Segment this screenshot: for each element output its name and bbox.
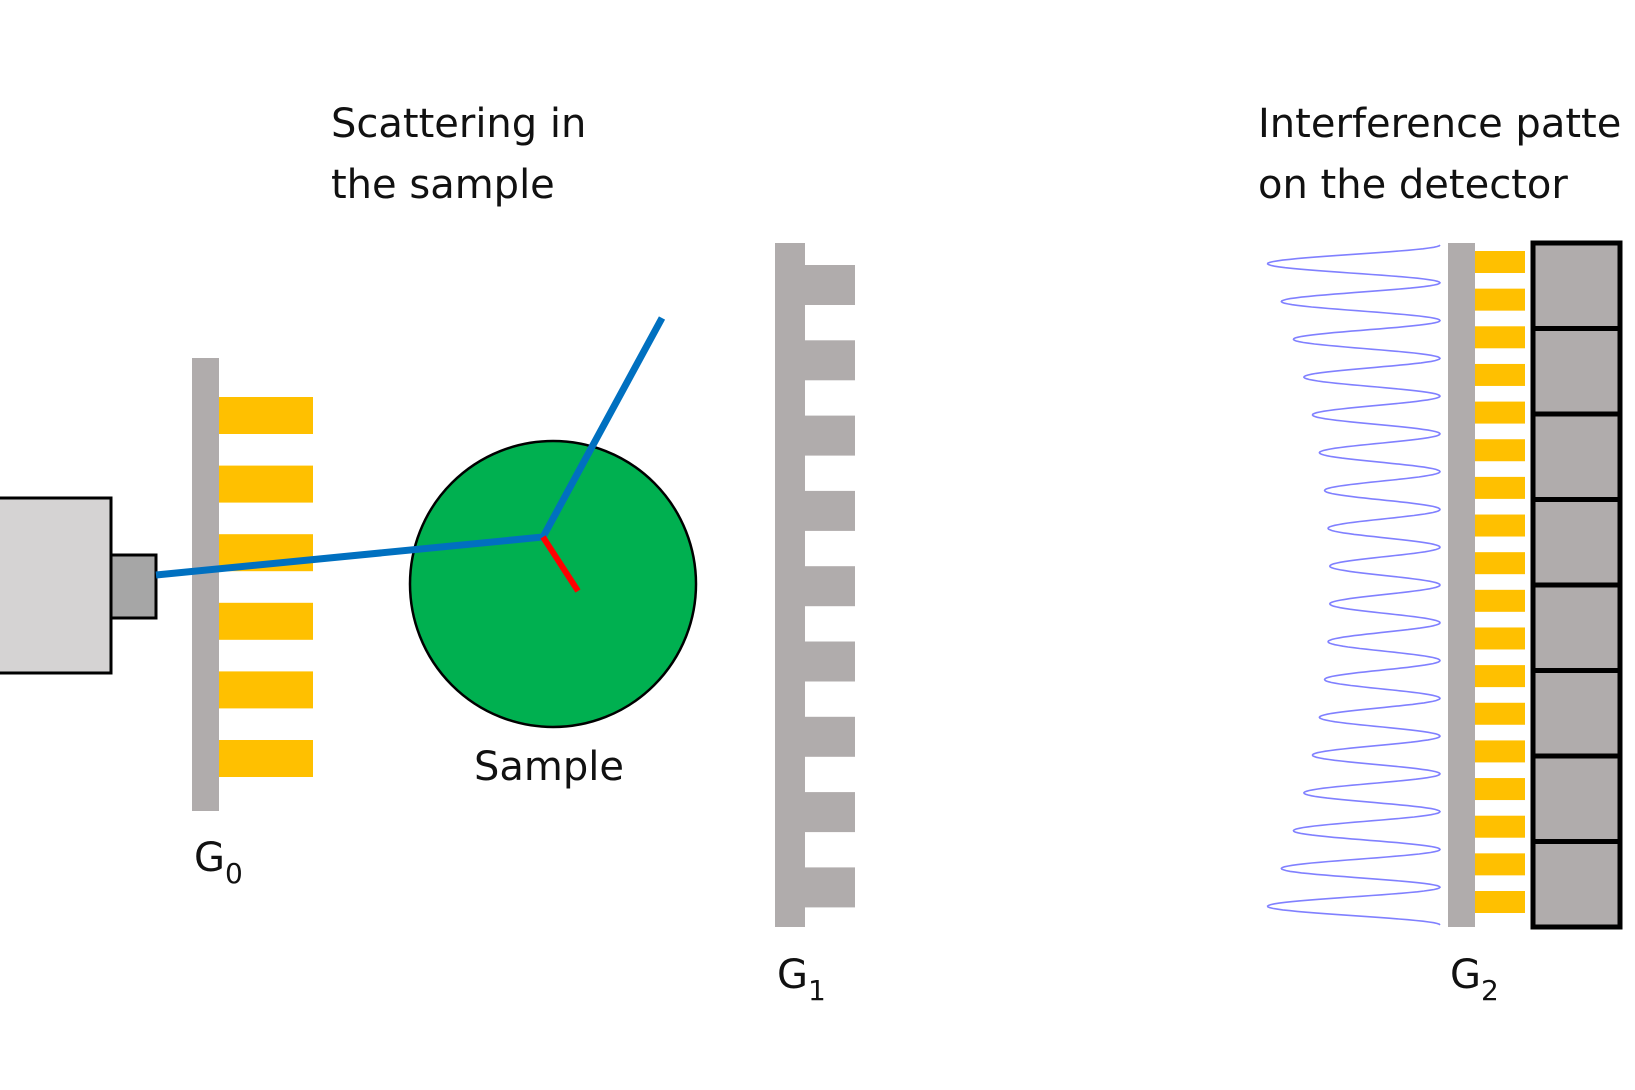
g1-label: G1: [777, 952, 826, 1007]
g2-slat: [1475, 326, 1525, 349]
source-body: [0, 496, 113, 675]
detector-pixel: [1530, 497, 1623, 588]
g2-slats: [1475, 251, 1525, 913]
g2-slat: [1475, 514, 1525, 537]
detector-pixel: [1530, 668, 1623, 759]
g2-slat: [1475, 702, 1525, 725]
detector-pixel: [1530, 326, 1623, 417]
g2-label-main: G: [1450, 952, 1481, 998]
detector-pixel: [1530, 753, 1623, 844]
grating-g0: [192, 358, 313, 811]
g1-backbone: [775, 243, 805, 927]
g2-slat: [1475, 815, 1525, 838]
g1-tooth: [805, 867, 855, 908]
g0-label-sub: 0: [225, 857, 243, 890]
sample-sphere: [408, 439, 698, 729]
detector-pixel: [1530, 411, 1623, 502]
g2-slat: [1475, 363, 1525, 386]
detector: [1530, 240, 1623, 930]
g0-slat: [219, 671, 313, 709]
xray-source: [0, 496, 158, 675]
g2-slat: [1475, 778, 1525, 801]
g2-label: G2: [1450, 952, 1499, 1007]
grating-g1: [775, 243, 855, 927]
g2-slat: [1475, 401, 1525, 424]
g1-tooth: [805, 792, 855, 833]
g1-tooth: [805, 340, 855, 381]
g0-slats: [219, 397, 313, 777]
scattering-title-line1: Scattering in: [331, 101, 586, 147]
g1-label-main: G: [777, 952, 808, 998]
g1-tooth: [805, 415, 855, 456]
detector-pixel: [1530, 582, 1623, 673]
interference-title-line1: Interference patte: [1258, 101, 1621, 147]
g0-slat: [219, 740, 313, 777]
g2-slat: [1475, 853, 1525, 876]
scattering-title-line2: the sample: [331, 162, 555, 208]
sample-label: Sample: [474, 744, 624, 790]
g2-slat: [1475, 589, 1525, 612]
g1-tooth: [805, 716, 855, 757]
source-nozzle: [109, 553, 158, 620]
g2-slat: [1475, 891, 1525, 913]
g2-slat: [1475, 288, 1525, 311]
g0-label: G0: [194, 835, 243, 890]
g2-slat: [1475, 665, 1525, 688]
grating-g2: [1448, 243, 1525, 927]
g0-slat: [219, 397, 313, 434]
scattered-ray: [540, 535, 581, 593]
g2-slat: [1475, 740, 1525, 763]
g1-label-sub: 1: [808, 974, 826, 1007]
g0-slat: [219, 602, 313, 640]
g1-teeth: [805, 265, 855, 908]
g1-tooth: [805, 641, 855, 682]
g2-slat: [1475, 627, 1525, 650]
interference-wave: [1266, 244, 1442, 926]
detector-pixel: [1530, 839, 1623, 930]
detector-pixel: [1530, 240, 1623, 331]
g0-backbone: [192, 358, 219, 811]
g1-tooth: [805, 265, 855, 305]
g1-tooth: [805, 490, 855, 531]
g2-slat: [1475, 439, 1525, 462]
g2-slat: [1475, 476, 1525, 499]
interference-title-line2: on the detector: [1258, 162, 1568, 208]
g2-backbone: [1448, 243, 1475, 927]
g0-slat: [219, 465, 313, 503]
g0-label-main: G: [194, 835, 225, 881]
g1-tooth: [805, 566, 855, 607]
g2-slat: [1475, 552, 1525, 575]
g2-label-sub: 2: [1481, 974, 1499, 1007]
g2-slat: [1475, 251, 1525, 273]
